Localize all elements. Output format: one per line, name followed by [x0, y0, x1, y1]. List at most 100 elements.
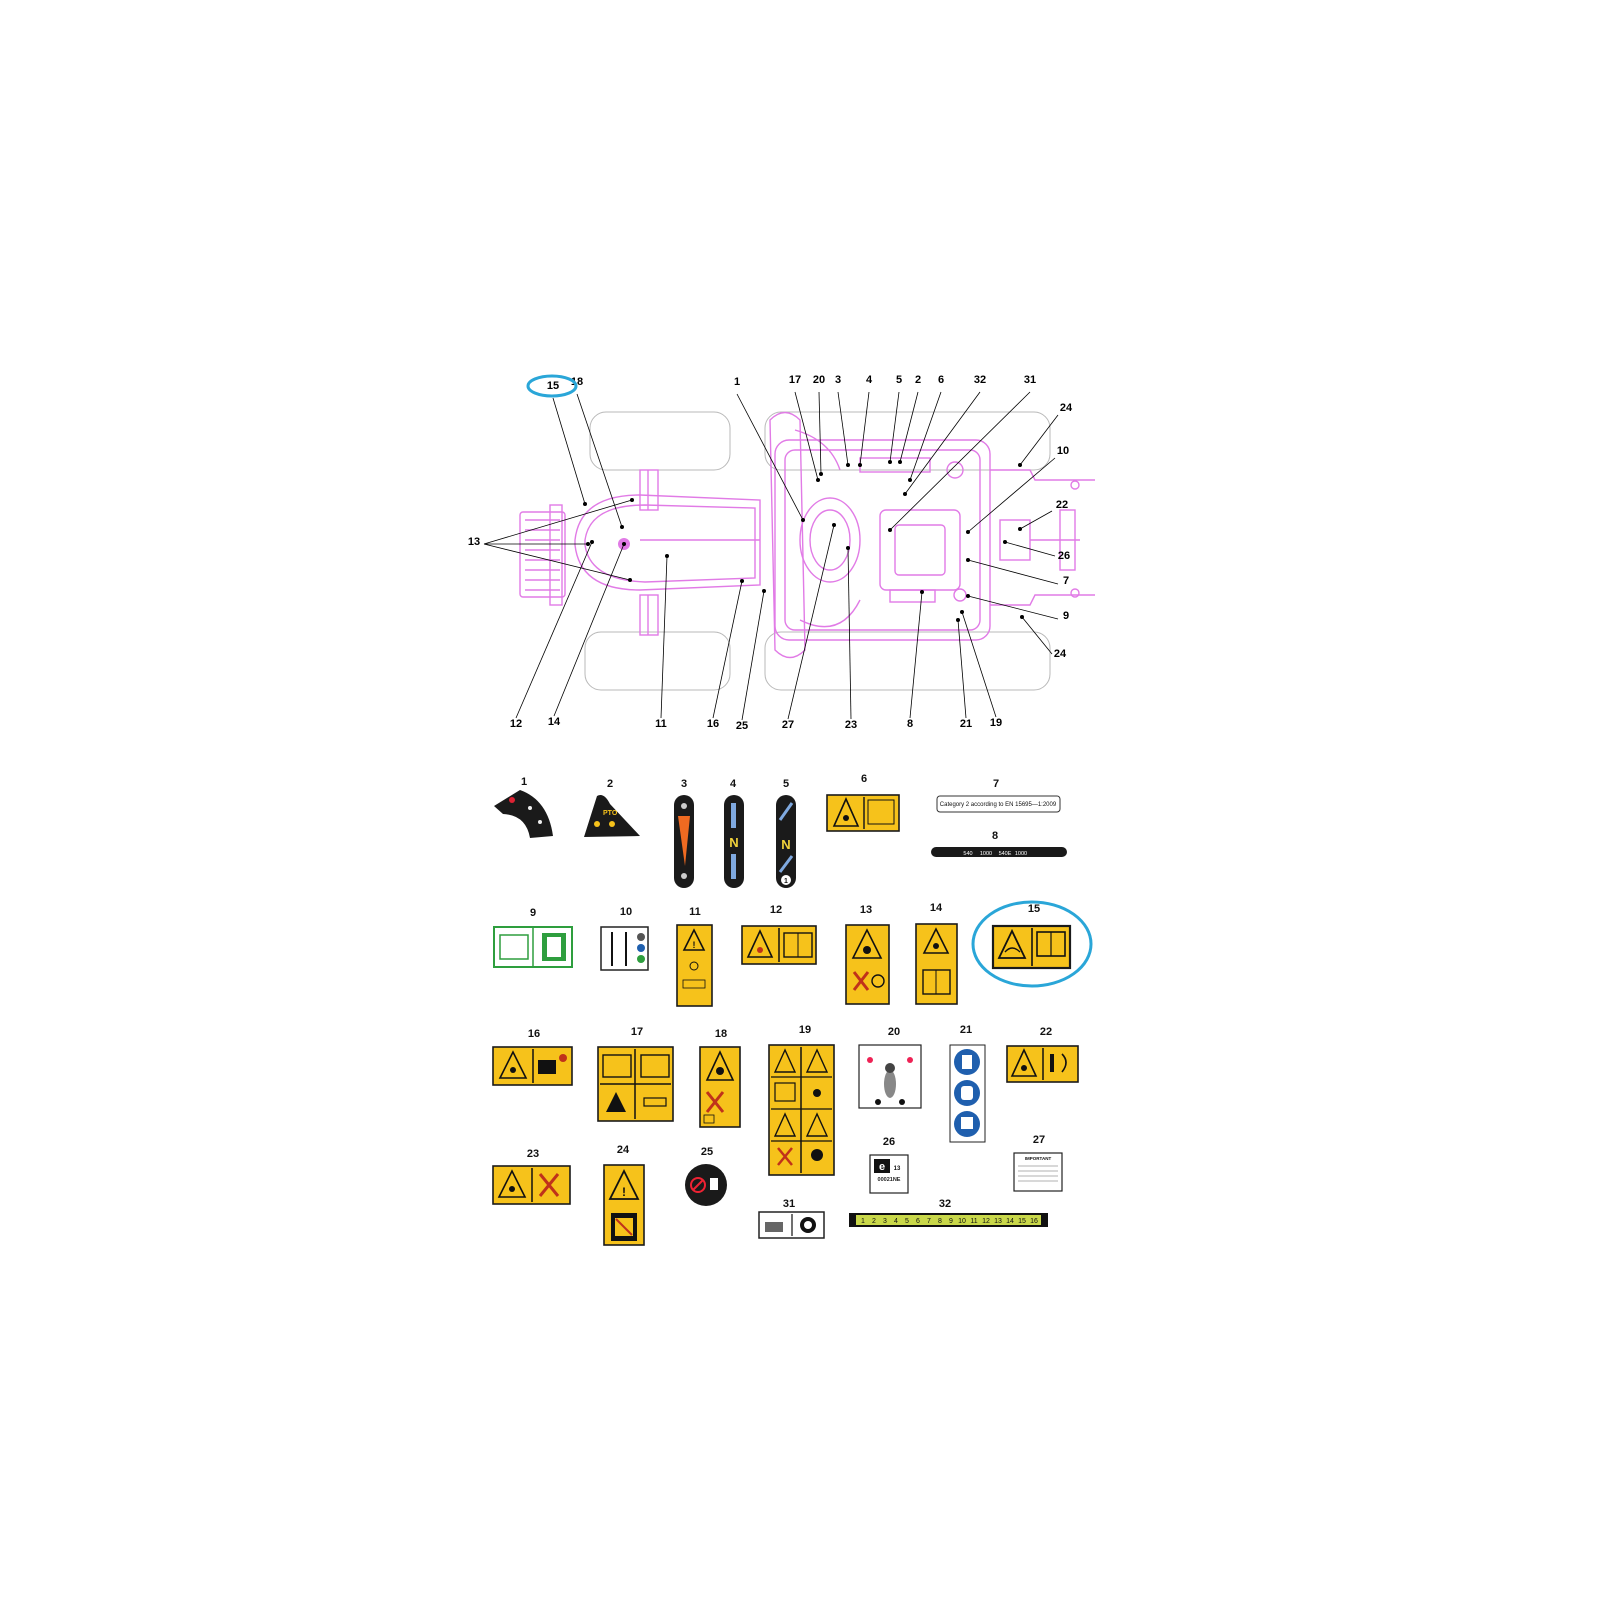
front-right-wheel [584, 631, 731, 691]
scale-tick: 13 [994, 1218, 1002, 1225]
scale-tick: 14 [1006, 1218, 1014, 1225]
scale-tick: 9 [949, 1218, 953, 1225]
pto-speed-value: 540E [999, 851, 1012, 857]
decal-9-emergency-exit [493, 926, 573, 968]
hood [574, 494, 761, 591]
scale-tick: 12 [982, 1218, 990, 1225]
decal-number: 13 [860, 904, 872, 916]
decal-23-overhead-warning [492, 1165, 571, 1205]
decal-number: 16 [528, 1028, 540, 1040]
decal-16-runover-warning [492, 1046, 573, 1086]
decal-number: 9 [530, 907, 536, 919]
decal-14-manual-warning [915, 923, 958, 1005]
decal-2-pto-switch: PTO [584, 795, 640, 837]
decal-number: 25 [701, 1146, 713, 1158]
callout-label: 25 [736, 720, 748, 732]
decal-17-manual-fuel-warning [597, 1046, 674, 1122]
decal-number: 19 [799, 1024, 811, 1036]
decal-number: 21 [960, 1024, 972, 1036]
decal-number: 5 [783, 778, 789, 790]
decal-20-joystick-diagram [858, 1044, 922, 1109]
decal-31-loader-schematic [758, 1211, 825, 1239]
decal-7-category-plate: Category 2 according to EN 15695—1:2009 [936, 795, 1061, 813]
decal-3-speed-strip [674, 795, 694, 888]
callout-label: 1 [734, 376, 740, 388]
scale-tick: 7 [927, 1218, 931, 1225]
scale-tick: 8 [938, 1218, 942, 1225]
decal-number: 15 [1028, 903, 1040, 915]
decal-4-neutral-strip: N [724, 795, 744, 888]
callout-label: 10 [1057, 445, 1069, 457]
callout-label: 7 [1063, 575, 1069, 587]
decal-8-pto-speed-strip: 540 1000 540E 1000 [931, 847, 1067, 857]
decal-number: 7 [993, 778, 999, 790]
callout-label: 11 [655, 718, 667, 730]
approval-mark: e [879, 1161, 885, 1173]
highlight-ring-decal [971, 900, 1093, 988]
exclamation-icon: ! [622, 1185, 626, 1199]
rear-hitch [990, 469, 1095, 606]
front-axle [639, 469, 659, 636]
decal-number: 6 [861, 773, 867, 785]
decal-10-hitch-schematic [600, 926, 649, 971]
decal-number: 26 [883, 1136, 895, 1148]
decal-22-hitch-warning [1006, 1045, 1079, 1083]
callout-label: 24 [1060, 402, 1073, 414]
decal-24-tall-warning: ! [603, 1164, 645, 1246]
callout-label: 21 [960, 718, 972, 730]
category-plate-text: Category 2 according to EN 15695—1:2009 [940, 802, 1057, 808]
callout-label: 14 [548, 716, 561, 728]
decal-number: 12 [770, 904, 782, 916]
notice-title: IMPORTANT [1025, 1156, 1052, 1161]
callout-label: 32 [974, 374, 986, 386]
callout-label: 3 [835, 374, 841, 386]
scale-tick: 1 [861, 1218, 865, 1225]
rear-right-wheel [764, 631, 1051, 691]
pto-speed-value: 1000 [980, 851, 992, 857]
decal-number: 17 [631, 1026, 643, 1038]
decal-6-rollover-warning [826, 794, 900, 832]
approval-code: 00021NE [878, 1177, 901, 1183]
decal-26-approval-plate: e 13 00021NE [869, 1154, 909, 1194]
callout-label: 4 [866, 374, 873, 386]
scale-tick: 2 [872, 1218, 876, 1225]
decal-12-fire-warning [741, 925, 817, 965]
decal-27-important-notice: IMPORTANT [1013, 1152, 1063, 1192]
pto-speed-value: 1000 [1015, 851, 1027, 857]
callout-label: 19 [990, 717, 1002, 729]
decal-25-fuel-badge [685, 1164, 727, 1206]
callout-label: 12 [510, 718, 522, 730]
scale-tick: 5 [905, 1218, 909, 1225]
callout-label: 22 [1056, 499, 1068, 511]
decal-5-range-strip: N 1 [776, 795, 796, 888]
pto-speed-value: 540 [963, 851, 972, 857]
decal-number: 3 [681, 778, 687, 790]
decal-5-letter: N [781, 837, 790, 852]
front-left-wheel [589, 411, 731, 471]
callout-label: 15 [547, 380, 559, 392]
decal-number: 23 [527, 1148, 539, 1160]
pto-label: PTO [603, 810, 618, 817]
callout-label: 27 [782, 719, 794, 731]
decal-number: 14 [930, 902, 943, 914]
decal-number: 27 [1033, 1134, 1045, 1146]
callout-label: 17 [789, 374, 801, 386]
decal-4-letter: N [729, 835, 738, 850]
scale-tick: 4 [894, 1218, 898, 1225]
decal-32-position-scale: 1 2 3 4 5 6 7 8 9 10 11 12 13 14 15 16 [849, 1213, 1048, 1227]
callout-label: 8 [907, 718, 913, 730]
decal-catalog: 1 2 3 4 5 6 7 8 PTO [492, 773, 1093, 1246]
decal-5-gear: 1 [784, 878, 788, 885]
approval-sub: 13 [894, 1166, 901, 1172]
exclamation-icon: ! [693, 940, 696, 950]
callout-label: 26 [1058, 550, 1070, 562]
decal-number: 11 [689, 906, 701, 918]
decal-11-ac-warning: ! [676, 924, 713, 1007]
callout-leaders [483, 391, 1059, 721]
callout-label: 31 [1024, 374, 1036, 386]
decal-1-throttle-dial [494, 790, 553, 838]
scale-tick: 6 [916, 1218, 920, 1225]
callout-label: 5 [896, 374, 902, 386]
decal-number: 32 [939, 1198, 951, 1210]
decal-19-multi-warning [768, 1044, 835, 1176]
